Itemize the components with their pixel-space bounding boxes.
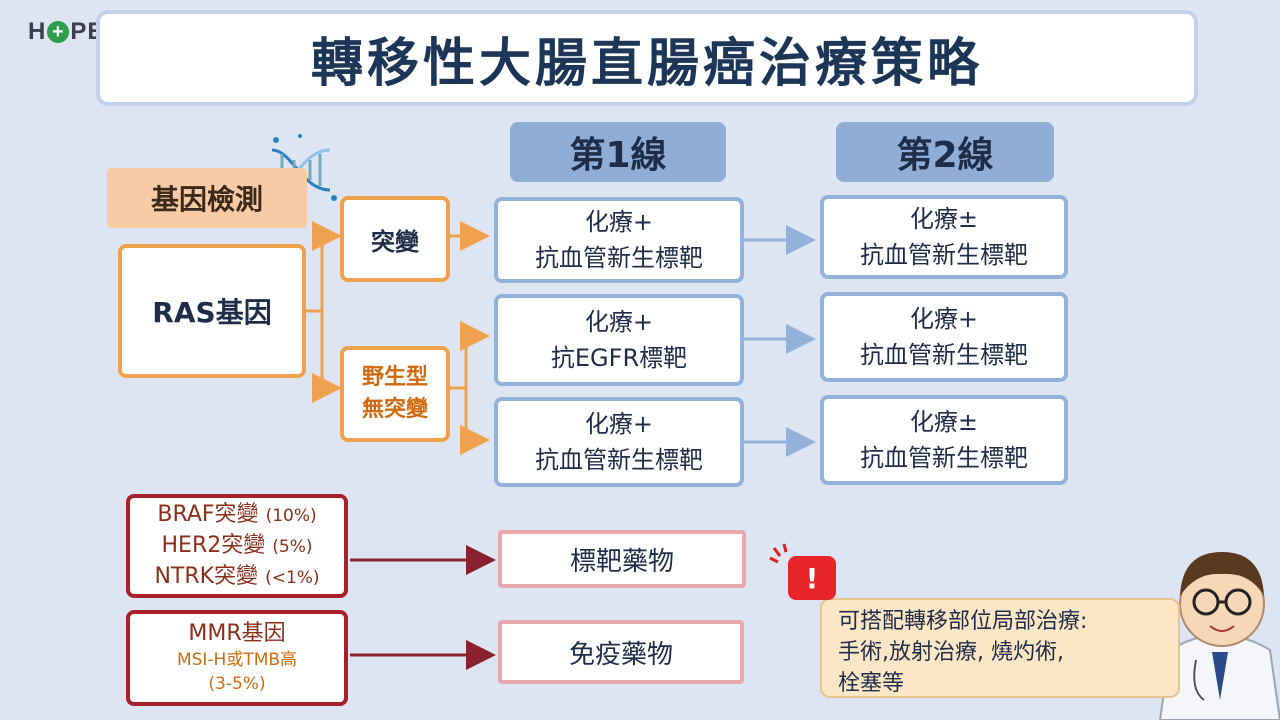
alert-icon: !: [788, 556, 836, 600]
first-line-box-3: 化療+ 抗血管新生標靶: [494, 397, 744, 487]
her2-label: HER2突變: [161, 532, 266, 558]
second-line-box-1: 化療± 抗血管新生標靶: [820, 195, 1068, 279]
ras-mutant-box: 突變: [340, 196, 450, 282]
second-line-2-text-a: 化療+: [909, 305, 979, 333]
first-line-3-text-a: 化療+: [584, 410, 654, 438]
braf-pct: (10%): [265, 505, 317, 526]
biomarker-box: BRAF突變 (10%) HER2突變 (5%) NTRK突變 (<1%): [126, 494, 348, 598]
ntrk-label: NTRK突變: [154, 563, 259, 589]
second-line-header: 第2線: [836, 122, 1054, 182]
first-line-box-1: 化療+ 抗血管新生標靶: [494, 197, 744, 283]
ras-wildtype-box: 野生型 無突變: [340, 346, 450, 442]
note-line3: 栓塞等: [838, 671, 905, 696]
targeted-drug-box: 標靶藥物: [498, 530, 746, 588]
ntrk-pct: (<1%): [265, 567, 320, 588]
second-line-box-2: 化療+ 抗血管新生標靶: [820, 292, 1068, 382]
first-line-2-text-a: 化療+: [584, 308, 654, 336]
mmr-label: MMR基因: [188, 621, 286, 646]
ntrk-row: NTRK突變 (<1%): [154, 562, 319, 593]
gene-test-label: 基因檢測: [107, 168, 307, 228]
second-line-3-text-b: 抗血管新生標靶: [860, 444, 1028, 472]
alert-spark-icon: [769, 543, 788, 564]
local-treatment-note: 可搭配轉移部位局部治療: 手術,放射治療, 燒灼術, 栓塞等: [820, 598, 1180, 698]
first-line-1-text-b: 抗血管新生標靶: [535, 244, 703, 272]
first-line-header: 第1線: [510, 122, 726, 182]
line-progression-arrows: [744, 225, 816, 457]
mmr-box: MMR基因 MSI-H或TMB高 (3-5%): [126, 610, 348, 706]
first-line-1-text-a: 化療+: [584, 208, 654, 236]
second-line-2-text-b: 抗血管新生標靶: [860, 341, 1028, 369]
first-line-box-2: 化療+ 抗EGFR標靶: [494, 294, 744, 386]
her2-pct: (5%): [272, 536, 313, 557]
second-line-3-text-a: 化療±: [909, 408, 979, 436]
logo-text-left: H: [28, 18, 47, 45]
braf-row: BRAF突變 (10%): [157, 500, 316, 531]
msi-label: MSI-H或TMB高: [176, 650, 298, 670]
note-line1: 可搭配轉移部位局部治療:: [838, 609, 1088, 634]
note-line2: 手術,放射治療, 燒灼術,: [838, 640, 1064, 665]
hope-logo: H+PE: [28, 18, 104, 46]
immunotherapy-box: 免疫藥物: [498, 620, 744, 684]
mmr-pct: (3-5%): [208, 674, 266, 694]
first-line-3-text-b: 抗血管新生標靶: [535, 446, 703, 474]
doctor-icon: [1158, 552, 1280, 720]
second-line-1-text-a: 化療±: [909, 205, 979, 233]
biomarker-arrows: [350, 545, 496, 670]
first-line-2-text-b: 抗EGFR標靶: [550, 344, 688, 372]
wildtype-line1: 野生型: [361, 365, 428, 390]
logo-plus-icon: +: [47, 21, 70, 43]
second-line-1-text-b: 抗血管新生標靶: [860, 241, 1028, 269]
second-line-box-3: 化療± 抗血管新生標靶: [820, 395, 1068, 485]
her2-row: HER2突變 (5%): [162, 531, 313, 562]
page-title: 轉移性大腸直腸癌治療策略: [96, 10, 1198, 106]
ras-branch-connector: [304, 221, 490, 455]
braf-label: BRAF突變: [157, 501, 259, 527]
ras-gene-box: RAS基因: [118, 244, 306, 378]
wildtype-line2: 無突變: [361, 397, 428, 422]
